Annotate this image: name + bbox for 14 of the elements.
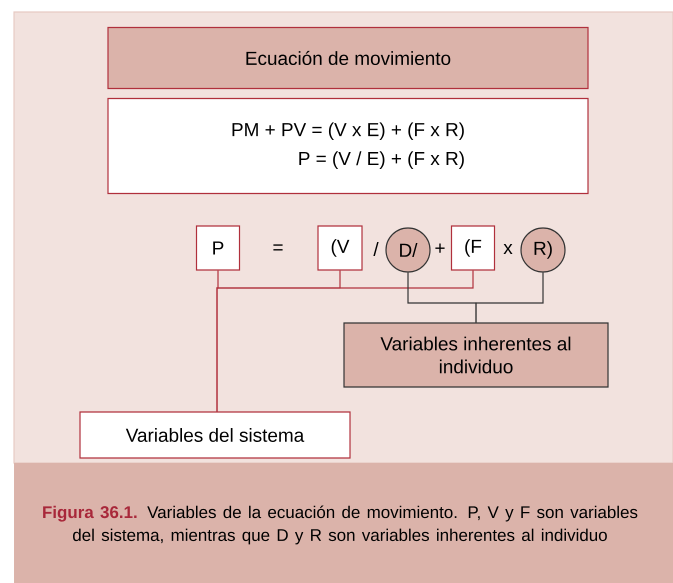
operator-sign: = bbox=[273, 244, 283, 250]
operator-sign: + bbox=[435, 244, 445, 253]
caption-band: Figura 36.1. Variables de la ecuación de movimiento. P, V y F son variables del sistema, mientras que D y R son variables inherentes al individuo bbox=[14, 462, 673, 583]
connector-line bbox=[475, 272, 544, 322]
operator-sign: / bbox=[373, 242, 379, 256]
title-box: Ecuación de movimiento bbox=[107, 26, 589, 90]
connector-line bbox=[216, 270, 474, 412]
variable-box: (F bbox=[450, 225, 496, 271]
category-box: Variables inherentes al individuo bbox=[343, 322, 609, 388]
variable-box: (V bbox=[317, 225, 363, 271]
equation-box: PM + PV = (V x E) + (F x R) P = (V / E) + (F x R) bbox=[107, 98, 589, 194]
operator-sign: x bbox=[504, 244, 513, 254]
category-box: Variables del sistema bbox=[79, 411, 351, 459]
variable-box: P bbox=[196, 225, 240, 271]
